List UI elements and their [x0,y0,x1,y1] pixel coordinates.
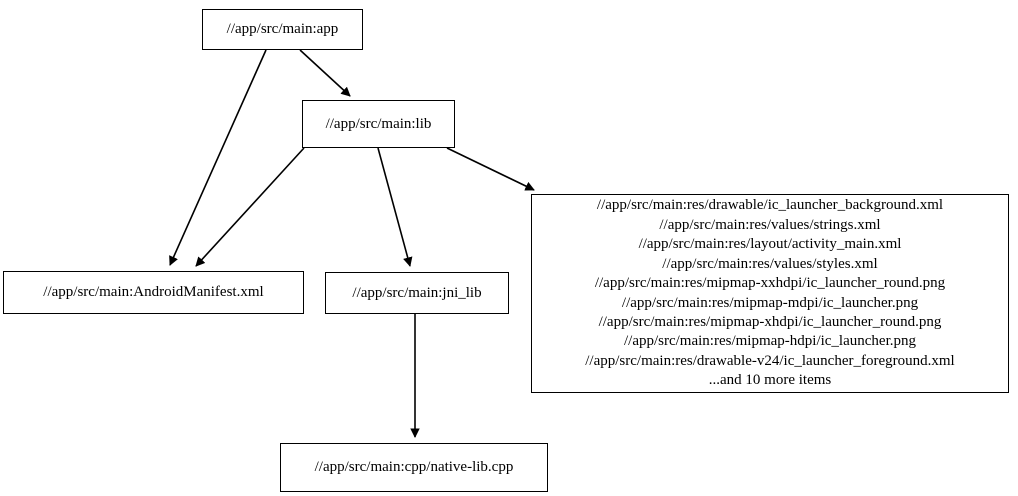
node-res-list[interactable]: //app/src/main:res/drawable/ic_launcher_… [531,194,1009,393]
node-android-manifest-label: //app/src/main:AndroidManifest.xml [43,284,264,300]
node-app-label: //app/src/main:app [226,21,339,37]
node-native-lib-cpp-label: //app/src/main:cpp/native-lib.cpp [314,459,514,475]
edge-app-to-manifest [169,49,267,266]
node-native-lib-cpp[interactable]: //app/src/main:cpp/native-lib.cpp [280,443,548,492]
edge-lib-to-res-list [446,147,535,191]
node-lib[interactable]: //app/src/main:lib [302,100,455,148]
node-jni-lib[interactable]: //app/src/main:jni_lib [325,272,509,314]
edge-lib-to-manifest [195,147,305,267]
node-lib-label: //app/src/main:lib [325,115,432,132]
node-android-manifest[interactable]: //app/src/main:AndroidManifest.xml [3,271,304,314]
edge-app-to-lib [299,49,351,97]
node-app[interactable]: //app/src/main:app [202,9,363,50]
node-jni-lib-label: //app/src/main:jni_lib [352,284,482,301]
edge-lib-to-jni-lib [377,147,413,267]
node-res-list-label: //app/src/main:res/drawable/ic_launcher_… [585,197,955,389]
